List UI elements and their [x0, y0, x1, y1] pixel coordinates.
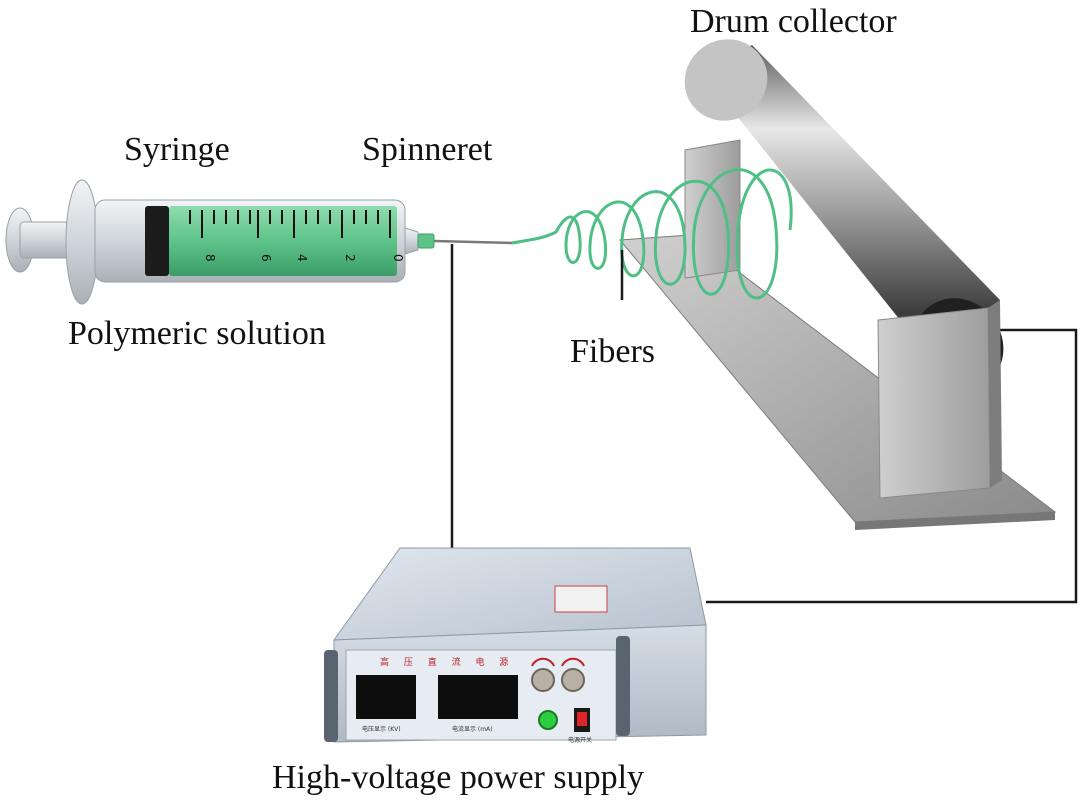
- front-support-block: [877, 307, 991, 499]
- psu-handle-right: [616, 636, 630, 736]
- psu-handle-left: [324, 650, 338, 742]
- scale-number-2: 2: [343, 254, 357, 262]
- syringe: 8 6 4 2 0: [5, 179, 513, 305]
- label-syringe: Syringe: [124, 131, 230, 168]
- circuit-wires: [450, 244, 1078, 604]
- psu-warning-sticker: [554, 585, 608, 613]
- drum-back-end: [684, 39, 768, 121]
- label-fibers: Fibers: [570, 333, 655, 370]
- label-drum-collector: Drum collector: [690, 3, 897, 40]
- spinneret-needle: [433, 239, 513, 245]
- power-switch-rocker: [577, 712, 587, 726]
- drum-body: [700, 45, 1000, 380]
- syringe-scale-numbers: 8 6 4 2 0: [203, 254, 405, 262]
- voltage-adjust-knob: [531, 668, 555, 692]
- scale-number-4: 4: [295, 254, 309, 262]
- drum-collector: [618, 39, 1057, 530]
- indicator-led: [538, 710, 558, 730]
- label-power-supply: High-voltage power supply: [272, 759, 644, 796]
- voltage-display: [356, 675, 416, 719]
- syringe-tip: [404, 227, 419, 255]
- high-voltage-power-supply: 高 压 直 流 电 源 电压显示 (KV) 电流显示 (mA) 电源开关: [324, 547, 707, 744]
- psu-top: [332, 547, 707, 641]
- label-polymeric-solution: Polymeric solution: [68, 315, 326, 352]
- fiber-spiral: [511, 168, 793, 300]
- collector-base-edge: [855, 512, 1055, 530]
- scale-number-6: 6: [259, 254, 273, 262]
- wire-drum-to-psu: [706, 328, 1078, 604]
- fiber-jet: [511, 168, 793, 300]
- power-switch-caption: 电源开关: [568, 736, 592, 744]
- current-display: [438, 675, 518, 719]
- knob-arc-right: [561, 657, 585, 667]
- plunger-stopper: [145, 206, 169, 276]
- syringe-graduations: [189, 210, 391, 238]
- scale-number-0: 0: [391, 254, 405, 262]
- front-support-side: [988, 300, 1002, 488]
- psu-panel-title: 高 压 直 流 电 源: [380, 656, 514, 668]
- finger-flange: [65, 179, 99, 305]
- current-display-caption: 电流显示 (mA): [452, 725, 493, 733]
- scale-number-8: 8: [203, 254, 217, 262]
- current-adjust-knob: [561, 668, 585, 692]
- needle-hub: [417, 233, 435, 249]
- voltage-display-caption: 电压显示 (KV): [362, 725, 401, 733]
- knob-arc-left: [531, 657, 555, 667]
- label-spinneret: Spinneret: [362, 131, 493, 168]
